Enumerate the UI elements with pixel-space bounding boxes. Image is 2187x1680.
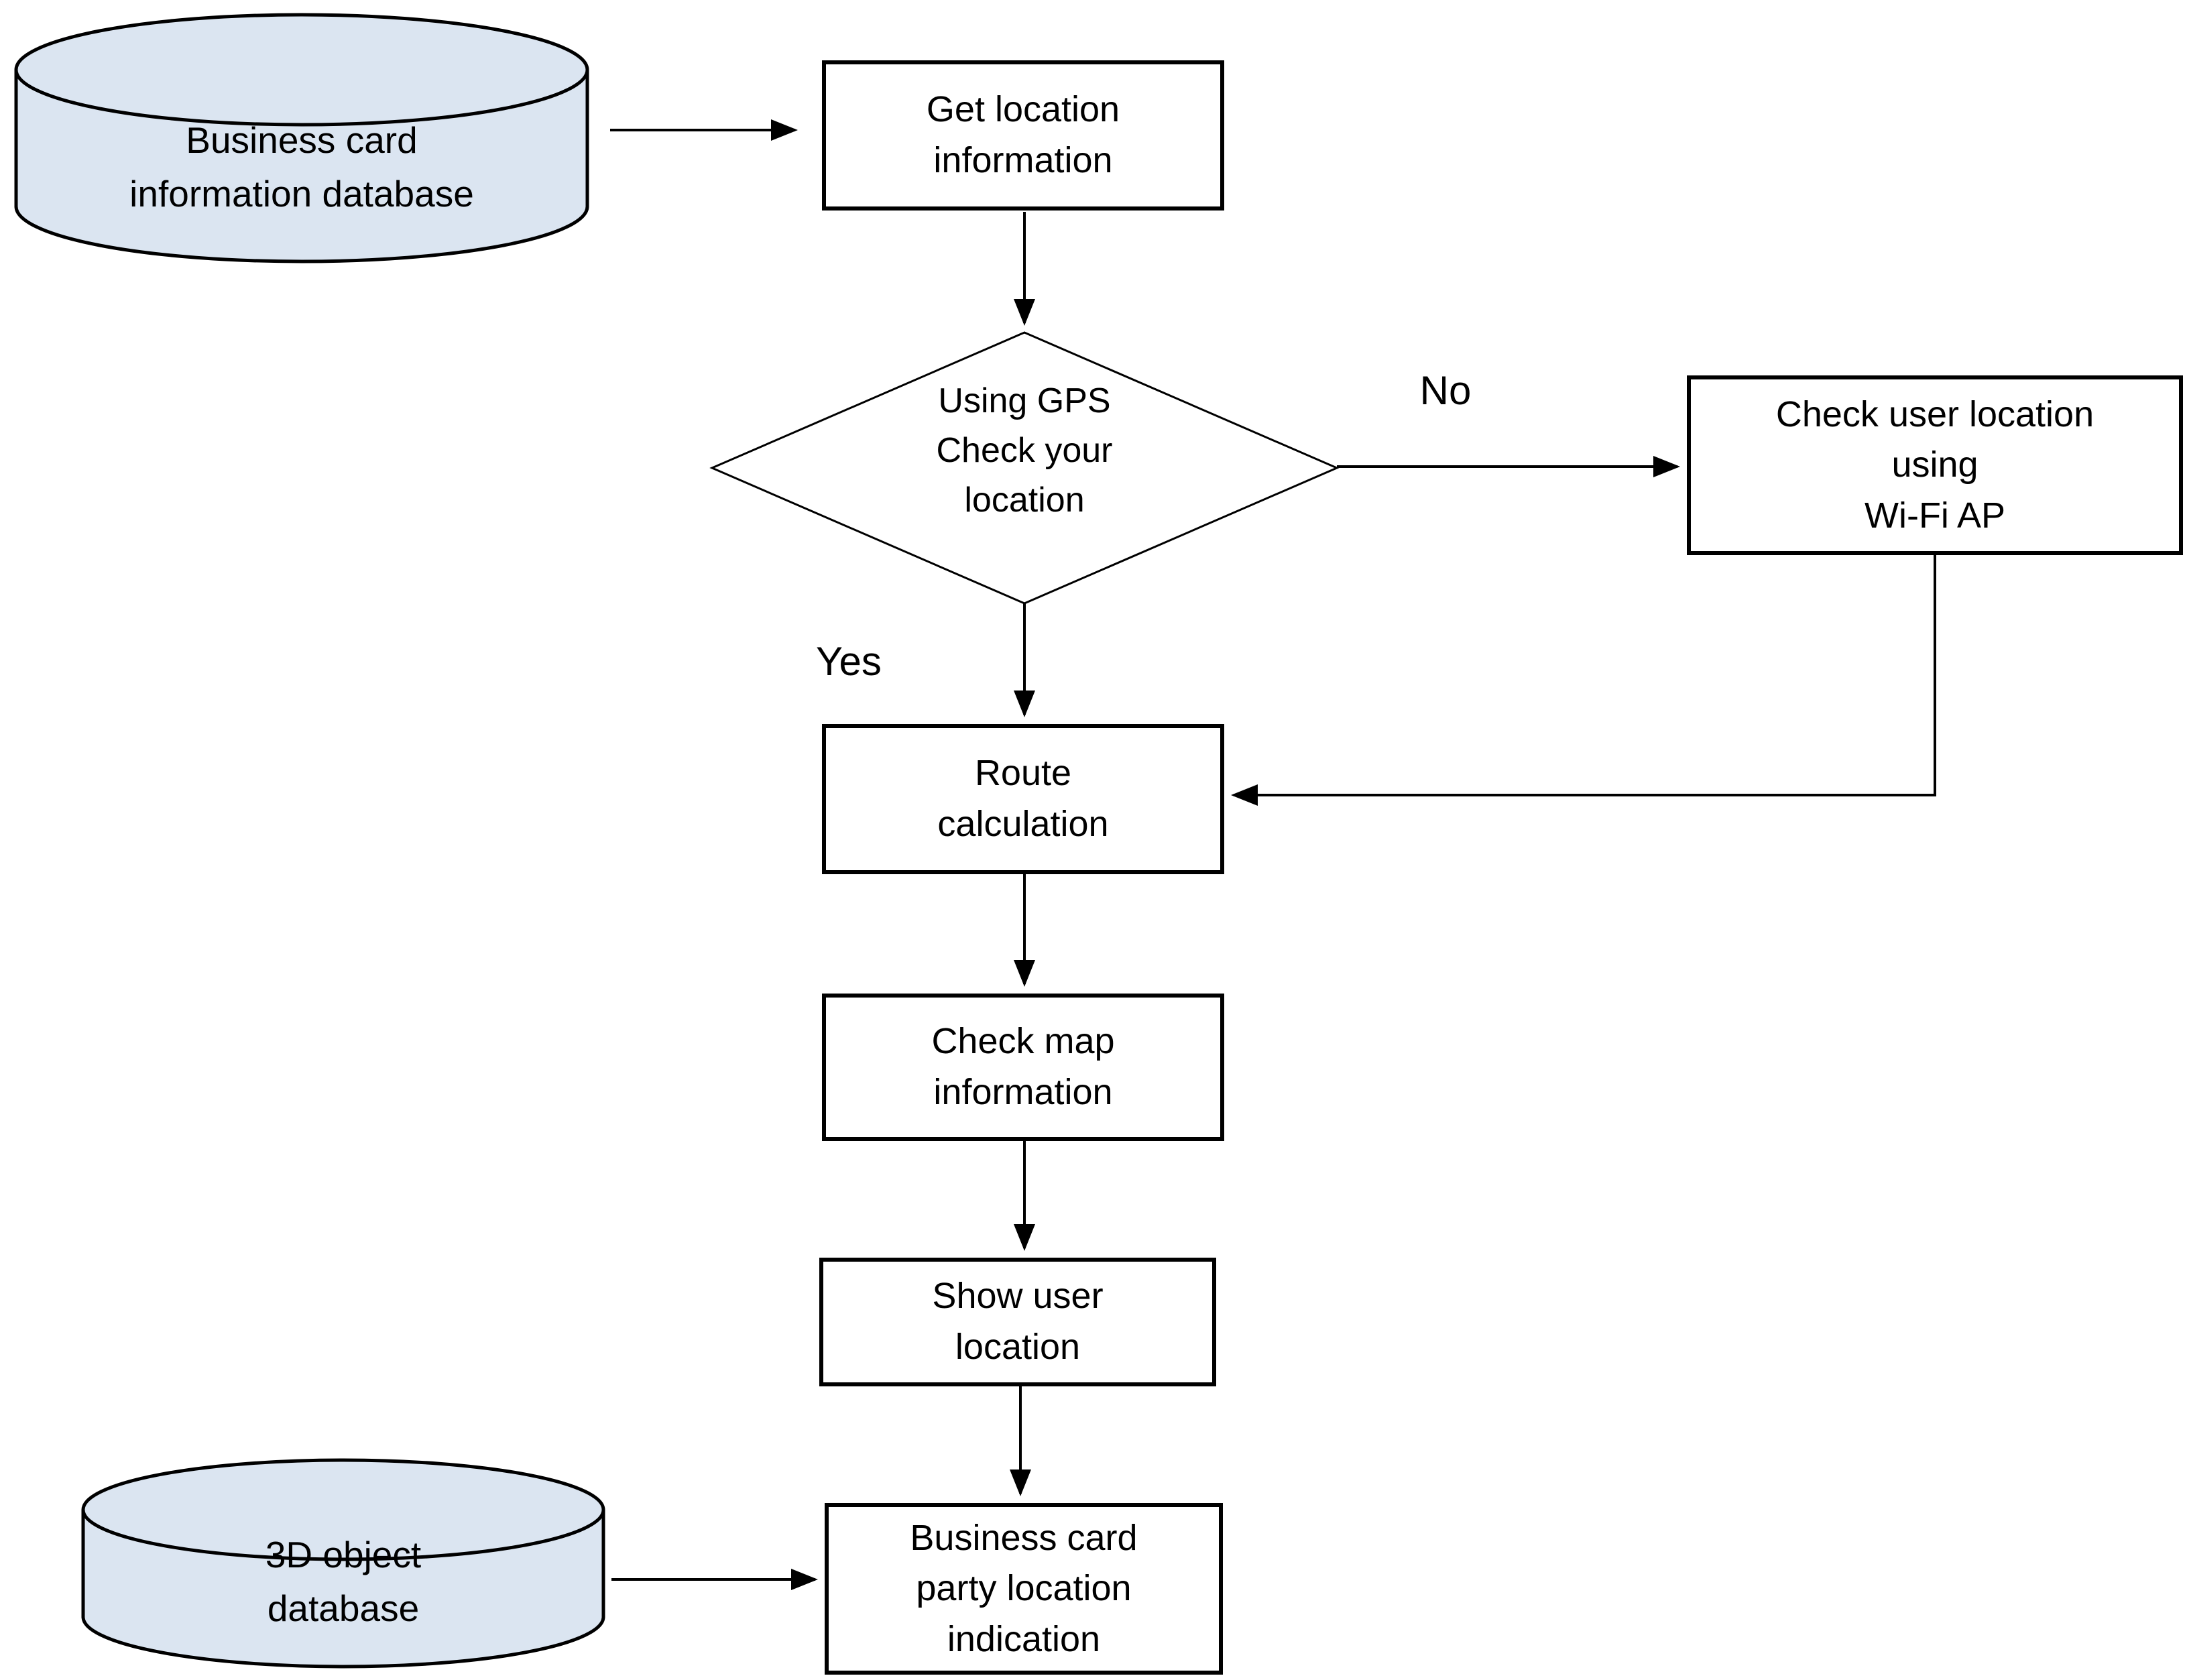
business-card-db-cylinder (14, 13, 589, 263)
node-route-calculation: Route calculation (822, 724, 1224, 874)
arrow-wifi-to-route-elbow (1231, 555, 1936, 806)
edge-label-no: No (1419, 368, 1472, 413)
business-card-db-label: Business card information database (129, 119, 474, 215)
gps-decision-label: Using GPS Check your location (936, 381, 1113, 520)
object-db-cylinder (81, 1458, 605, 1669)
node-show-user-location: Show user location (819, 1258, 1216, 1386)
node-route-calculation-label: Route calculation (937, 753, 1109, 844)
node-get-location-label: Get location information (926, 89, 1120, 180)
node-bcard-location-indication-label: Business card party location indication (910, 1517, 1138, 1659)
node-bcard-location-indication: Business card party location indication (825, 1503, 1223, 1675)
node-wifi-check: Check user location using Wi-Fi AP (1687, 375, 2183, 555)
node-show-user-location-label: Show user location (932, 1276, 1104, 1367)
object-db-label: 3D object database (265, 1534, 422, 1629)
node-wifi-check-label: Check user location using Wi-Fi AP (1775, 394, 2094, 536)
node-check-map: Check map information (822, 994, 1224, 1141)
edge-label-yes: Yes (816, 639, 882, 684)
node-get-location: Get location information (822, 60, 1224, 211)
node-check-map-label: Check map information (931, 1021, 1115, 1112)
